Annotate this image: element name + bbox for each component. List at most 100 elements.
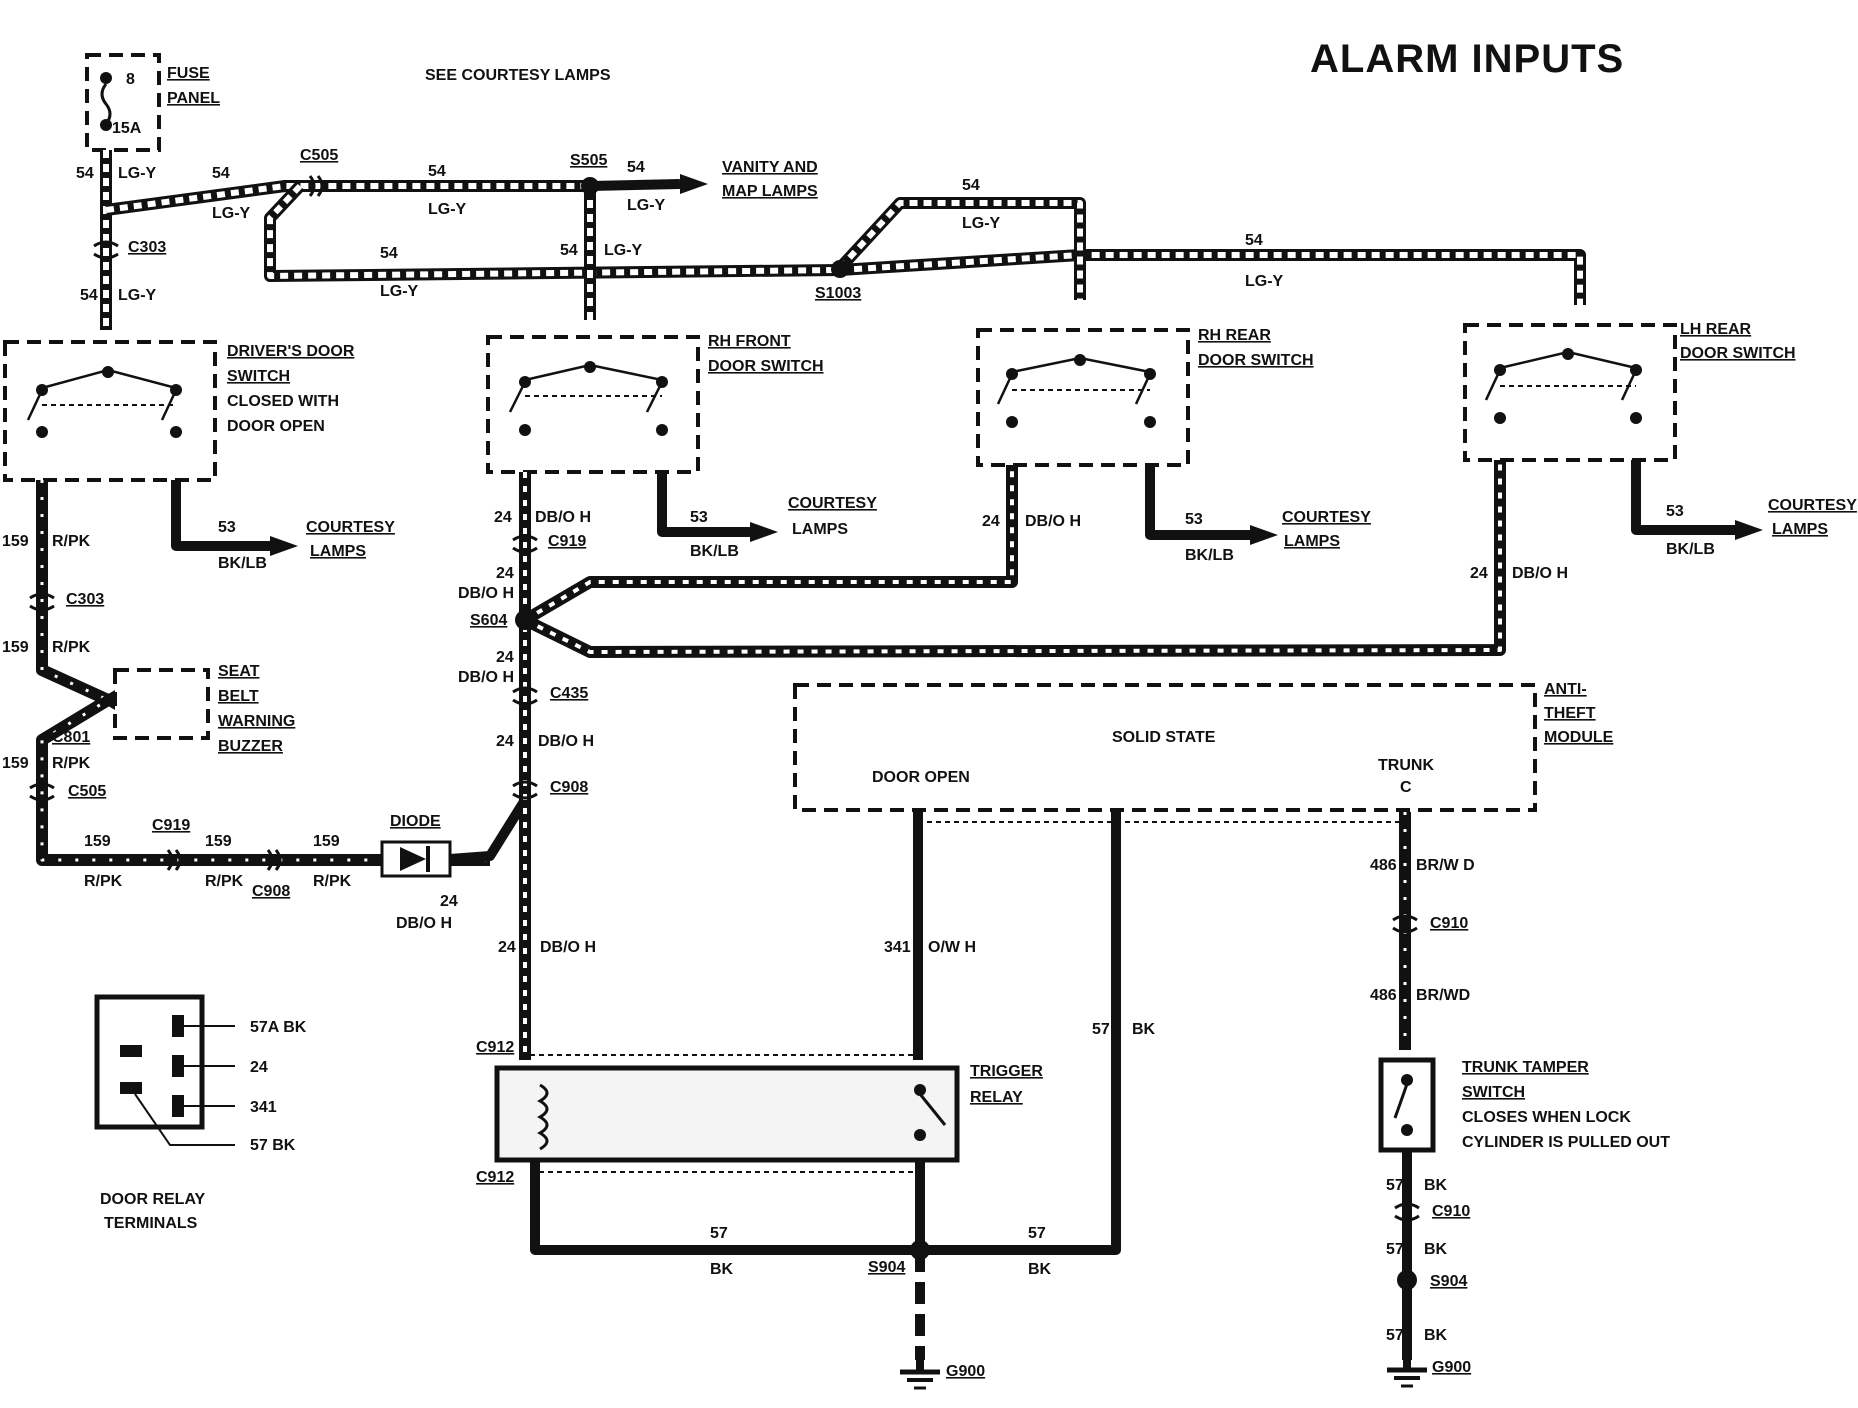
fuse-rating: 15A <box>112 120 142 137</box>
lh-rear-door-switch <box>1463 323 1677 462</box>
tamper-label-2: SWITCH <box>1462 1084 1525 1101</box>
lbl-159-e: 159 <box>205 833 232 850</box>
rh-front-door-switch <box>486 335 700 474</box>
rhf-label-1: RH FRONT <box>708 333 791 350</box>
lbl-bk-module: BK <box>1132 1021 1156 1038</box>
fuse-panel-label-1: FUSE <box>167 65 210 82</box>
rh-rear-door-switch <box>976 328 1190 467</box>
lbl-rpk-e: R/PK <box>205 873 244 890</box>
connector-marks <box>29 175 1420 1222</box>
anti-theft-module <box>793 683 1537 812</box>
g900-right-label: G900 <box>1432 1359 1471 1376</box>
seat-label-1: SEAT <box>218 663 260 680</box>
lbl-159-a: 159 <box>2 533 29 550</box>
door-open-label: DOOR OPEN <box>872 769 970 786</box>
lbl-53-drv: 53 <box>218 519 236 536</box>
lbl-rpk-d: R/PK <box>84 873 123 890</box>
trunk-label: TRUNK <box>1378 757 1434 774</box>
c912-top-label: C912 <box>476 1039 514 1056</box>
lbl-486-a: 486 <box>1370 857 1397 874</box>
c303-top-label: C303 <box>128 239 166 256</box>
relay-caption-1: DOOR RELAY <box>100 1191 206 1208</box>
door-relay-terminals <box>94 994 235 1146</box>
lbl-lgy-e: LG-Y <box>118 287 157 304</box>
see-courtesy-note: SEE COURTESY LAMPS <box>425 67 611 84</box>
lbl-24-diode: 24 <box>440 893 458 910</box>
vanity-label-1: VANITY AND <box>722 159 818 176</box>
lbl-54-c: 54 <box>428 163 446 180</box>
diode-label: DIODE <box>390 813 441 830</box>
lbl-owh: O/W H <box>928 939 976 956</box>
lbl-bklb-lhr: BK/LB <box>1666 541 1715 558</box>
lbl-lgy-b: LG-Y <box>212 205 251 222</box>
lbl-rpk-f: R/PK <box>313 873 352 890</box>
c908-top-label: C908 <box>550 779 588 796</box>
seat-label-3: WARNING <box>218 713 295 730</box>
lbl-486-b: 486 <box>1370 987 1397 1004</box>
lbl-lgy-g: LG-Y <box>604 242 643 259</box>
lbl-54-b: 54 <box>212 165 230 182</box>
lbl-24-b: 24 <box>496 565 514 582</box>
lbl-54-h: 54 <box>962 177 980 194</box>
lbl-bk-right: BK <box>1028 1261 1052 1278</box>
s1003-label: S1003 <box>815 285 861 302</box>
c801-label: C801 <box>52 729 90 746</box>
lbl-lgy-f: LG-Y <box>380 283 419 300</box>
lbl-dboh-d: DB/O H <box>538 733 594 750</box>
wire-159-rpk <box>36 480 490 866</box>
drv-label-4: DOOR OPEN <box>227 418 325 435</box>
lbl-57-module: 57 <box>1092 1021 1110 1038</box>
lbl-dboh-e: DB/O H <box>540 939 596 956</box>
drv-label-1: DRIVER'S DOOR <box>227 343 355 360</box>
drv-label-3: CLOSED WITH <box>227 393 339 410</box>
relay-term-1: 57A BK <box>250 1019 307 1036</box>
lbl-54-a: 54 <box>76 165 94 182</box>
wire-54-lgy <box>100 150 1586 330</box>
rhf-label-2: DOOR SWITCH <box>708 358 824 375</box>
c910-bottom-label: C910 <box>1432 1203 1470 1220</box>
lbl-57-trunk-c: 57 <box>1386 1327 1404 1344</box>
lbl-brwd-b: BR/WD <box>1416 987 1470 1004</box>
seat-label-2: BELT <box>218 688 259 705</box>
lbl-54-f: 54 <box>380 245 398 262</box>
lbl-159-f: 159 <box>313 833 340 850</box>
tamper-label-3: CLOSES WHEN LOCK <box>1462 1109 1631 1126</box>
ground-symbol-g900-right <box>1387 1358 1427 1388</box>
drivers-door-switch <box>3 340 217 482</box>
lbl-rpk-a: R/PK <box>52 533 91 550</box>
seat-label-4: BUZZER <box>218 738 283 755</box>
lbl-rpk-c: R/PK <box>52 755 91 772</box>
c910-top-label: C910 <box>1430 915 1468 932</box>
fuse-number: 8 <box>126 71 135 88</box>
lbl-dboh-b: DB/O H <box>458 585 514 602</box>
lbl-24-e: 24 <box>498 939 516 956</box>
diagram-title: ALARM INPUTS <box>1310 37 1624 81</box>
lbl-54-g: 54 <box>560 242 578 259</box>
solid-state-label: SOLID STATE <box>1112 729 1216 746</box>
lbl-lgy-c: LG-Y <box>428 201 467 218</box>
diode <box>380 797 530 878</box>
s904-right-label: S904 <box>1430 1273 1467 1290</box>
vanity-label-2: MAP LAMPS <box>722 183 818 200</box>
seat-belt-buzzer <box>98 668 210 740</box>
lbl-53-lhr: 53 <box>1666 503 1684 520</box>
atm-label-2: THEFT <box>1544 705 1596 722</box>
lbl-24-lhr: 24 <box>1470 565 1488 582</box>
rhf-courtesy-2: LAMPS <box>792 521 848 538</box>
drv-courtesy-2: LAMPS <box>310 543 366 560</box>
c919-low-label: C919 <box>152 817 190 834</box>
lbl-159-b: 159 <box>2 639 29 656</box>
lhr-label-1: LH REAR <box>1680 321 1752 338</box>
lhr-label-2: DOOR SWITCH <box>1680 345 1796 362</box>
wire-24-dboh <box>515 460 1506 1060</box>
drv-courtesy-1: COURTESY <box>306 519 395 536</box>
relay-term-4: 57 BK <box>250 1137 296 1154</box>
lbl-24-a: 24 <box>494 509 512 526</box>
fuse-panel-label-2: PANEL <box>167 90 220 107</box>
lbl-57-right: 57 <box>1028 1225 1046 1242</box>
s604-label: S604 <box>470 612 507 629</box>
atm-label-3: MODULE <box>1544 729 1614 746</box>
lbl-57-trunk-b: 57 <box>1386 1241 1404 1258</box>
lbl-bk-relay: BK <box>710 1261 734 1278</box>
lbl-dboh-c: DB/O H <box>458 669 514 686</box>
